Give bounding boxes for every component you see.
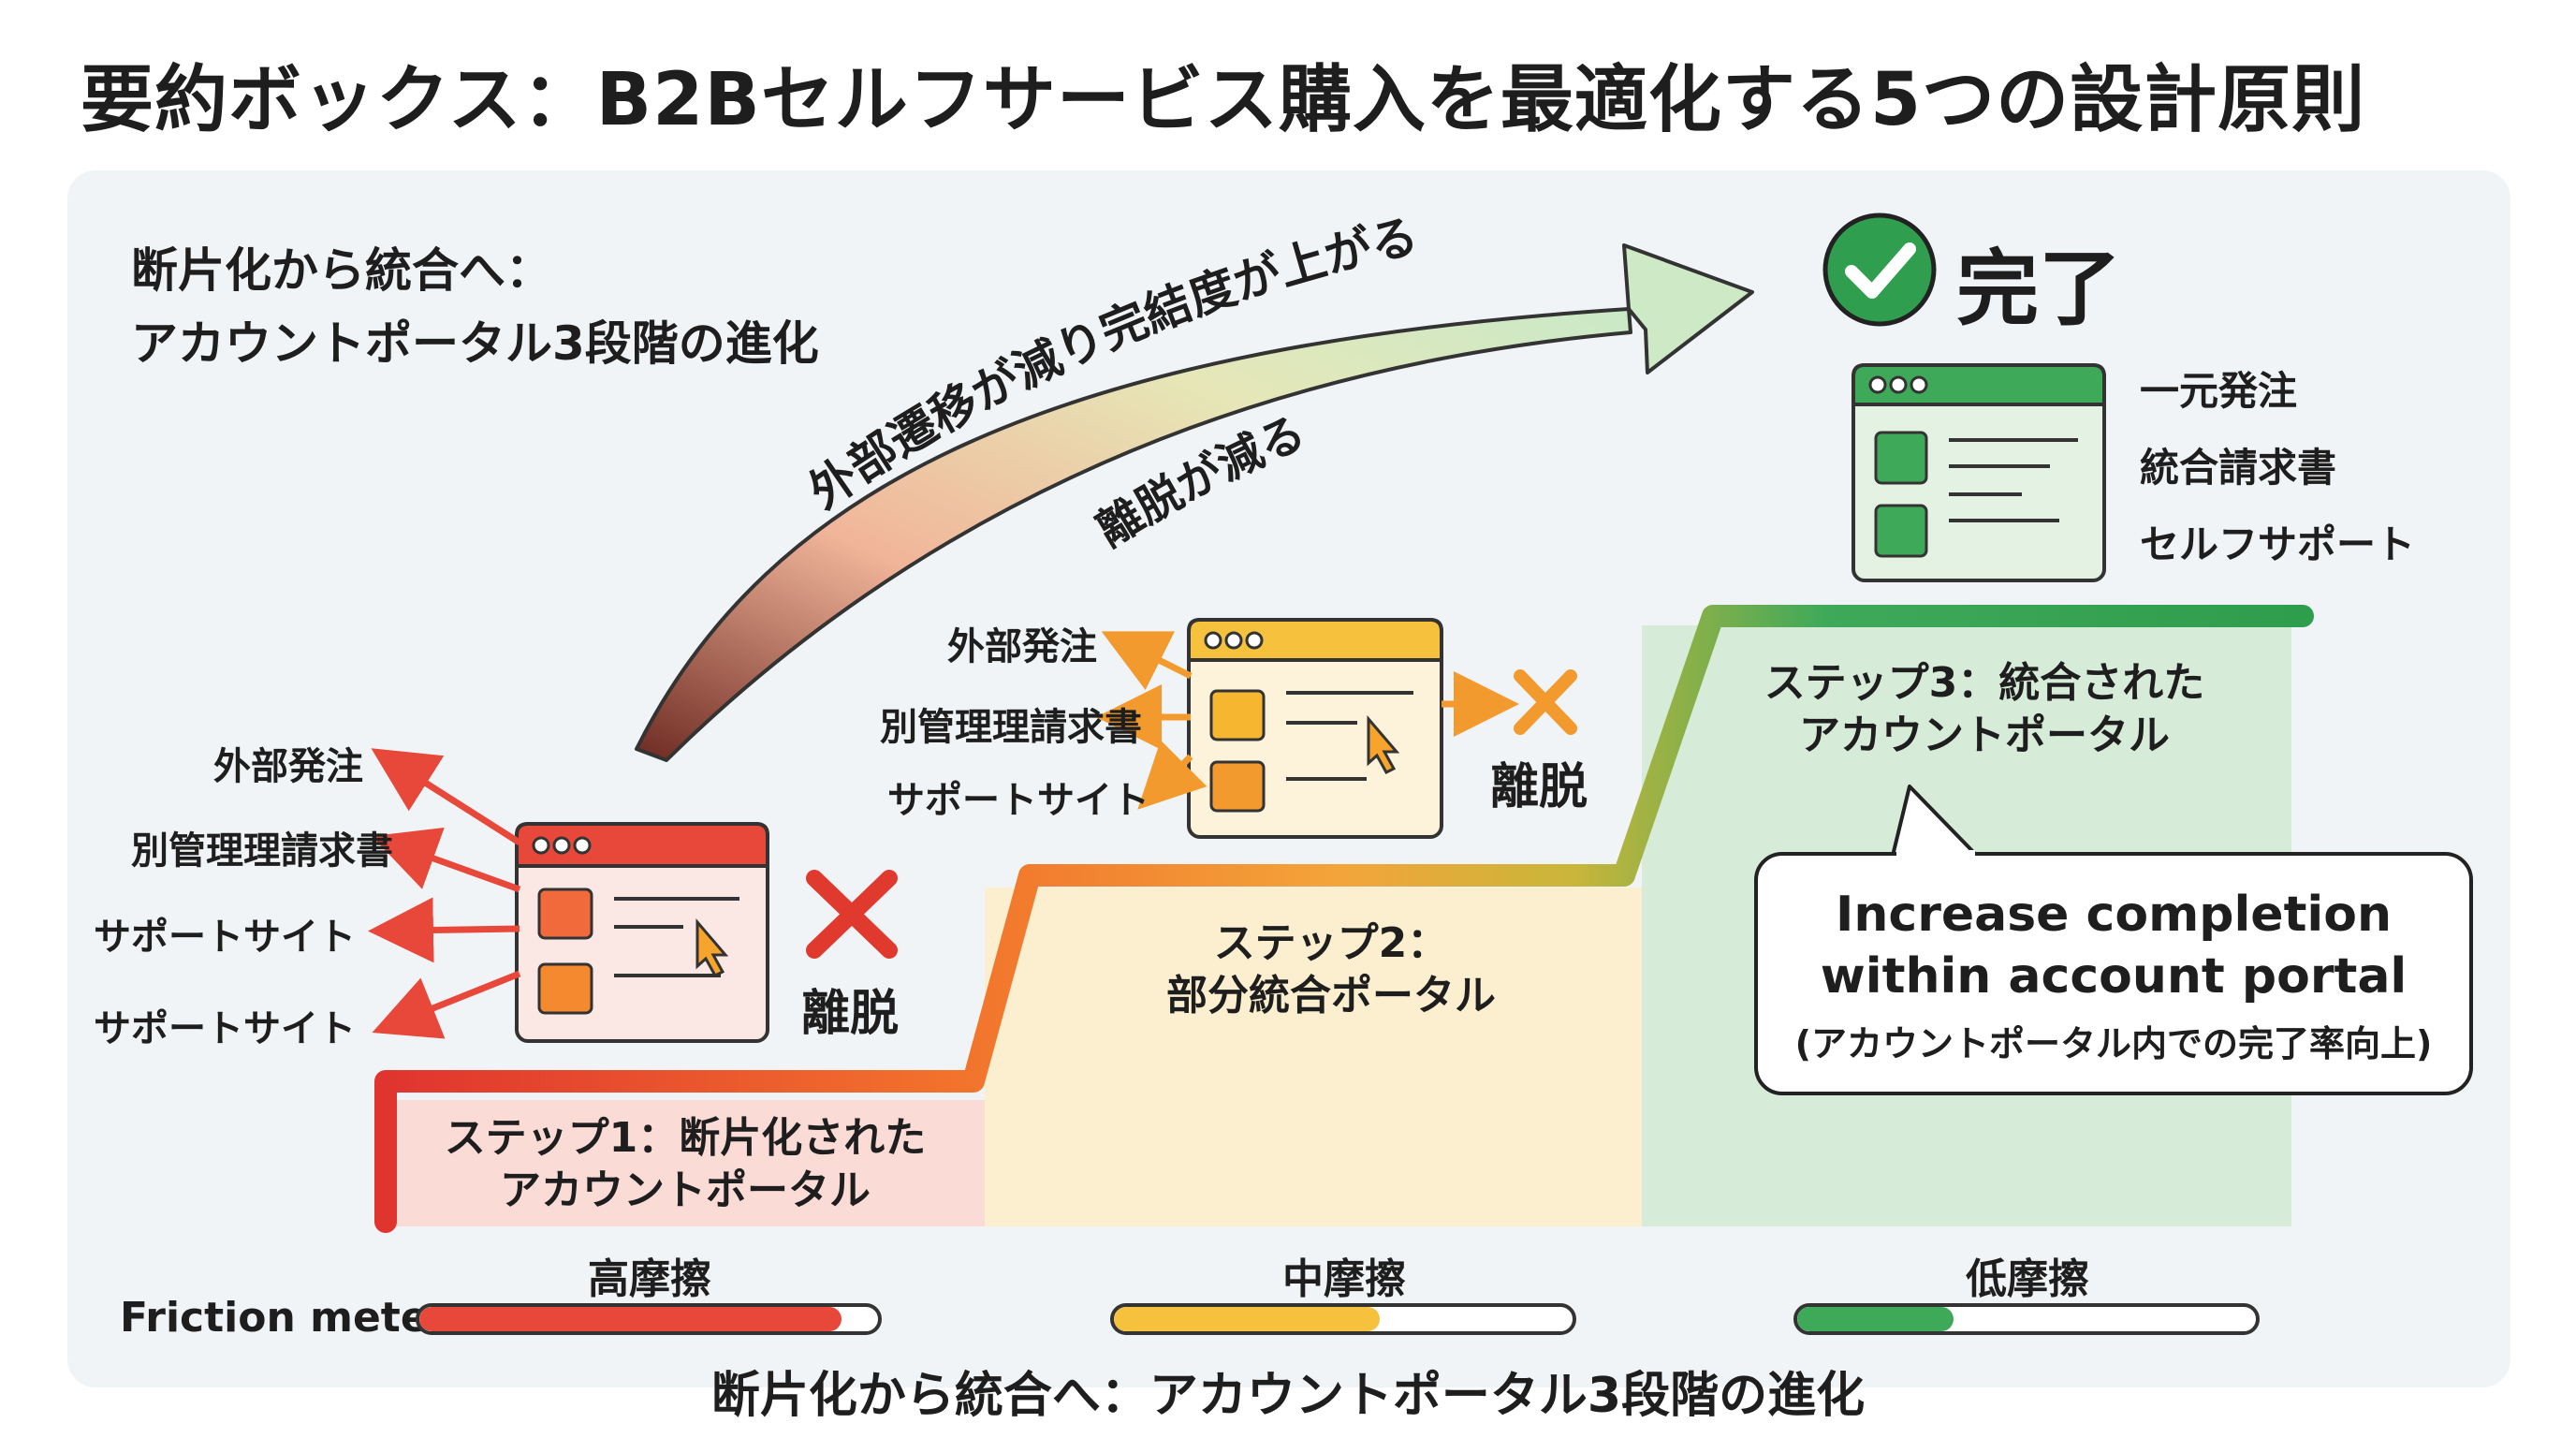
step1-label: ステップ1：断片化された アカウントポータル — [386, 1112, 985, 1217]
callout-line-1: Increase completion — [1836, 887, 2392, 943]
friction-bar-fill — [1797, 1307, 1954, 1331]
friction-bar-high — [416, 1303, 882, 1335]
step1-exit-x-icon — [806, 870, 898, 959]
step2-zone — [985, 888, 1642, 1226]
friction-bar-fill — [419, 1307, 842, 1331]
staircase-line — [374, 605, 2314, 1233]
feature-item: セルフサポート — [2140, 521, 2416, 567]
callout-line-2: within account portal — [1820, 948, 2408, 1005]
completion-label: 完了 — [1956, 241, 2122, 337]
friction-level-label: 低摩擦 — [1966, 1255, 2089, 1303]
callout-line-3: (アカウントポータル内での完了率向上) — [1794, 1023, 2433, 1064]
step2-link-label: 外部発注 — [947, 625, 1097, 668]
step1-link-label: 別管理理請求書 — [131, 829, 393, 873]
step1-exit-arrows — [368, 748, 521, 1039]
step3-label-line-2: アカウントポータル — [1799, 712, 2170, 759]
friction-bar-low — [1793, 1303, 2260, 1335]
step2-label: ステップ2： 部分統合ポータル — [985, 917, 1677, 1022]
friction-level-label: 高摩擦 — [588, 1255, 711, 1303]
step3-label-line-1: ステップ3：統合された — [1764, 659, 2205, 707]
friction-bar-fill — [1114, 1307, 1381, 1331]
friction-level-label: 中摩擦 — [1282, 1255, 1406, 1303]
step2-exit-arrows — [1096, 631, 1519, 810]
page-title: 要約ボックス：B2Bセルフサービス購入を最適化する5つの設計原則 — [80, 58, 2366, 142]
step1-link-label: 外部発注 — [213, 745, 363, 788]
step2-label-line-2: 部分統合ポータル — [1166, 972, 1496, 1020]
footer-caption: 断片化から統合へ：アカウントポータル3段階の進化 — [710, 1368, 1866, 1424]
friction-meter-label: Friction meter — [120, 1294, 449, 1342]
step2-exit-x-icon — [1514, 669, 1577, 735]
step1-link-label: サポートサイト — [94, 1007, 356, 1050]
step2-window — [1187, 618, 1443, 839]
step1-window — [515, 822, 769, 1043]
step1-exit-label: 離脱 — [801, 986, 900, 1042]
growth-arrow — [635, 243, 1754, 762]
step1-label-line-2: アカウントポータル — [500, 1167, 871, 1214]
step1-link-label: サポートサイト — [94, 916, 356, 959]
step1-zone — [386, 1100, 985, 1226]
step2-link-label: サポートサイト — [887, 779, 1149, 822]
step2-label-line-1: ステップ2： — [1213, 919, 1449, 967]
feature-item: 統合請求書 — [2140, 445, 2337, 491]
step2-link-label: 別管理理請求書 — [880, 706, 1142, 749]
diagram-subtitle: 断片化から統合へ： アカウントポータル3段階の進化 — [131, 234, 819, 380]
subtitle-line-1: 断片化から統合へ： — [131, 243, 552, 298]
completion-callout: Increase completion within account porta… — [1754, 852, 2473, 1095]
step1-label-line-1: ステップ1：断片化された — [444, 1114, 927, 1162]
step2-exit-label: 離脱 — [1490, 759, 1588, 815]
callout-seam — [1896, 850, 1975, 859]
friction-bar-medium — [1110, 1303, 1576, 1335]
step3-window — [1852, 363, 2106, 582]
check-icon — [1822, 213, 1937, 327]
feature-item: 一元発注 — [2140, 368, 2298, 414]
step3-label: ステップ3：統合された アカウントポータル — [1722, 657, 2247, 762]
subtitle-line-2: アカウントポータル3段階の進化 — [131, 316, 819, 371]
callout-pointer — [1891, 785, 1979, 858]
